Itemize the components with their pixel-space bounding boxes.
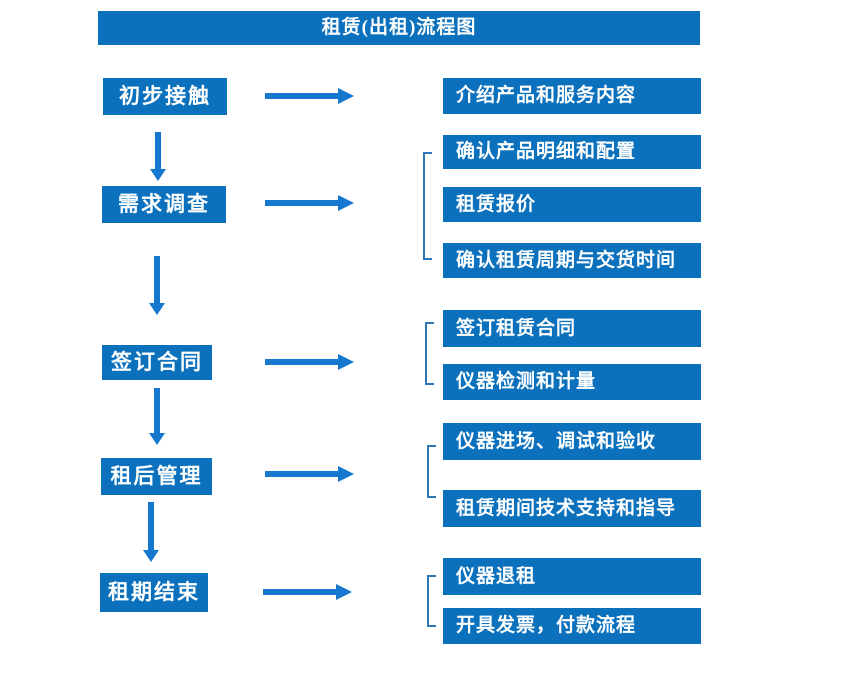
arrow-shaft — [265, 93, 339, 99]
arrow-head-icon — [338, 195, 354, 211]
arrow-head-icon — [338, 354, 354, 370]
arrow-right-step5-icon — [263, 584, 352, 600]
detail-box-instrument-return: 仪器退租 — [443, 558, 701, 595]
arrow-shaft — [155, 132, 161, 170]
detail-box-instrument-entry-acceptance: 仪器进场、调试和验收 — [443, 423, 701, 460]
arrow-shaft — [154, 388, 160, 434]
arrow-down-step1-step2-icon — [150, 132, 166, 181]
arrow-shaft — [148, 502, 154, 551]
arrow-shaft — [154, 256, 160, 304]
bracket-group-step4-icon — [427, 445, 436, 498]
step-box-sign-contract: 签订合同 — [102, 345, 212, 380]
detail-box-sign-rental-contract: 签订租赁合同 — [443, 310, 701, 347]
arrow-shaft — [265, 200, 339, 206]
step-box-rental-end: 租期结束 — [100, 573, 208, 612]
arrow-shaft — [265, 359, 339, 365]
step-box-post-rental-management: 租后管理 — [101, 458, 212, 495]
detail-box-confirm-product-config: 确认产品明细和配置 — [443, 135, 701, 169]
arrow-shaft — [263, 589, 337, 595]
arrow-down-step4-step5-icon — [143, 502, 159, 562]
step-box-initial-contact: 初步接触 — [103, 78, 227, 115]
arrow-shaft — [265, 471, 339, 477]
arrow-head-icon — [150, 169, 166, 181]
arrow-right-step3-icon — [265, 354, 354, 370]
arrow-head-icon — [338, 466, 354, 482]
step-box-demand-survey: 需求调查 — [102, 186, 226, 223]
detail-box-introduce-products: 介绍产品和服务内容 — [443, 78, 701, 114]
arrow-head-icon — [336, 584, 352, 600]
arrow-head-icon — [143, 550, 159, 562]
bracket-group-step3-icon — [425, 322, 434, 385]
arrow-down-step3-step4-icon — [149, 388, 165, 445]
bracket-group-step2-icon — [423, 152, 432, 260]
detail-box-technical-support: 租赁期间技术支持和指导 — [443, 490, 701, 527]
detail-box-confirm-period-delivery: 确认租赁周期与交货时间 — [443, 243, 701, 278]
arrow-right-step1-icon — [265, 88, 354, 104]
flowchart-title: 租赁(出租)流程图 — [98, 11, 700, 45]
arrow-down-step2-step3-icon — [149, 256, 165, 315]
arrow-head-icon — [149, 303, 165, 315]
detail-box-invoice-payment: 开具发票，付款流程 — [443, 608, 701, 644]
detail-box-instrument-testing: 仪器检测和计量 — [443, 364, 701, 400]
arrow-head-icon — [338, 88, 354, 104]
arrow-right-step2-icon — [265, 195, 354, 211]
bracket-group-step5-icon — [427, 575, 436, 627]
arrow-right-step4-icon — [265, 466, 354, 482]
detail-box-rental-quote: 租赁报价 — [443, 187, 701, 222]
arrow-head-icon — [149, 433, 165, 445]
